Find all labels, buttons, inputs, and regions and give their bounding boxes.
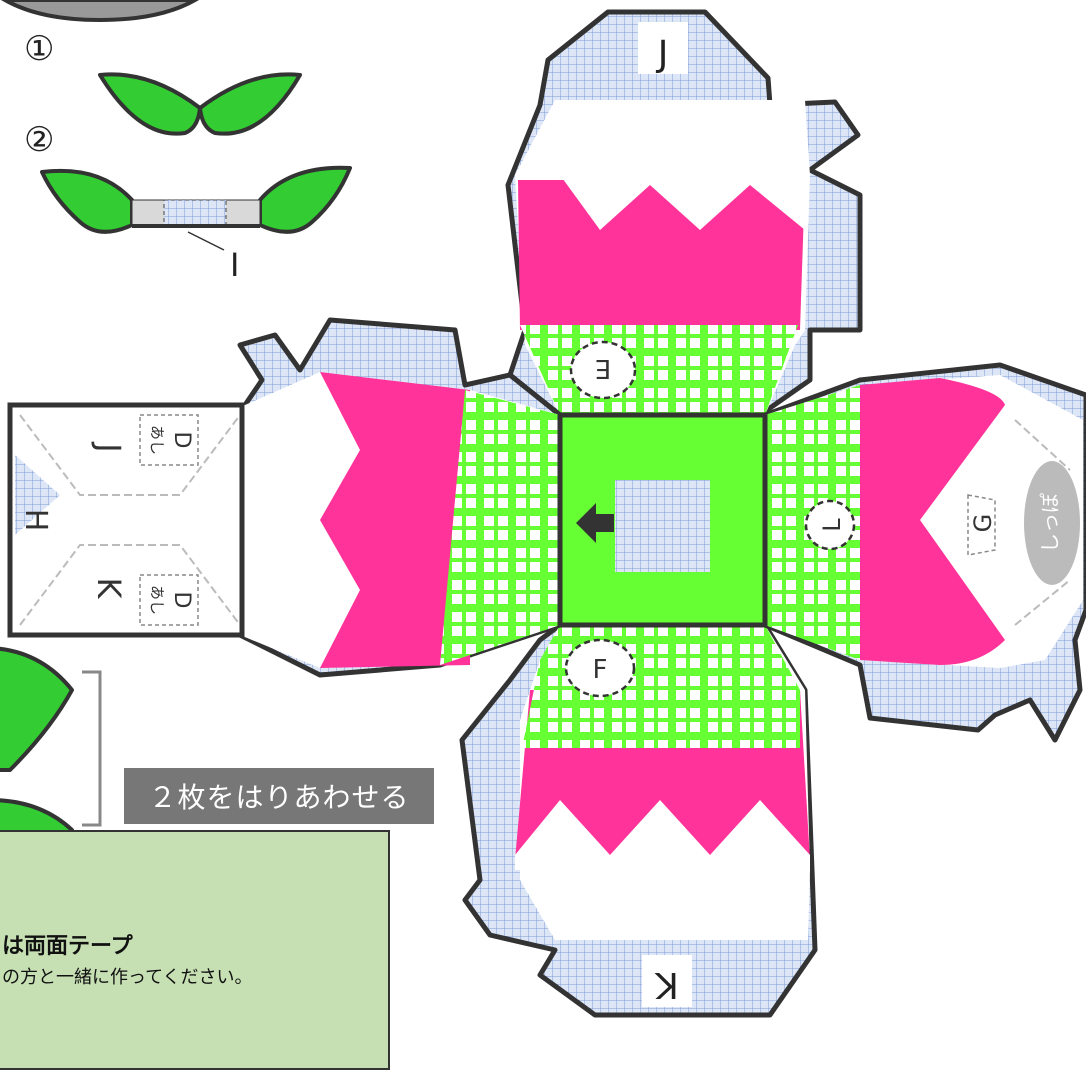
step-1-marker: ①	[24, 29, 55, 69]
tab-label-j: J	[656, 34, 669, 75]
circle-l: L	[804, 499, 856, 551]
svg-text:L: L	[818, 518, 846, 532]
note-box: は両面テープ の方と一緒に作ってください。	[0, 830, 390, 1070]
tab-label-k-bottom: K	[654, 964, 679, 1005]
note-title: は両面テープ	[2, 934, 133, 959]
circle-f: F	[564, 638, 636, 698]
tail-oval	[1024, 461, 1080, 585]
arrow-left-icon	[576, 503, 614, 543]
glue-label-i: I	[230, 246, 239, 284]
glue-label-k-side: K	[90, 578, 128, 600]
top-blob	[0, 0, 200, 23]
leg-letter-1: D	[169, 432, 194, 449]
leaf-pair-step2: I	[40, 165, 352, 284]
leaf-pair-step1	[98, 72, 302, 136]
leg-label-1: あし	[148, 425, 166, 455]
note-body: の方と一緒に作ってください。	[2, 967, 253, 988]
tail-label: しっぽ	[1038, 493, 1062, 553]
glue-label-h: H	[18, 509, 53, 532]
circle-e: E	[569, 340, 637, 400]
instruction-banner: ２枚をはりあわせる	[124, 768, 434, 824]
glue-label-g: G	[969, 514, 997, 533]
glue-label-j-side: J	[90, 441, 128, 452]
leg-label-2: あし	[148, 585, 166, 615]
step-2-marker: ②	[24, 120, 55, 160]
svg-text:F: F	[593, 655, 608, 685]
leg-letter-2: D	[169, 592, 194, 609]
svg-text:E: E	[595, 353, 611, 383]
